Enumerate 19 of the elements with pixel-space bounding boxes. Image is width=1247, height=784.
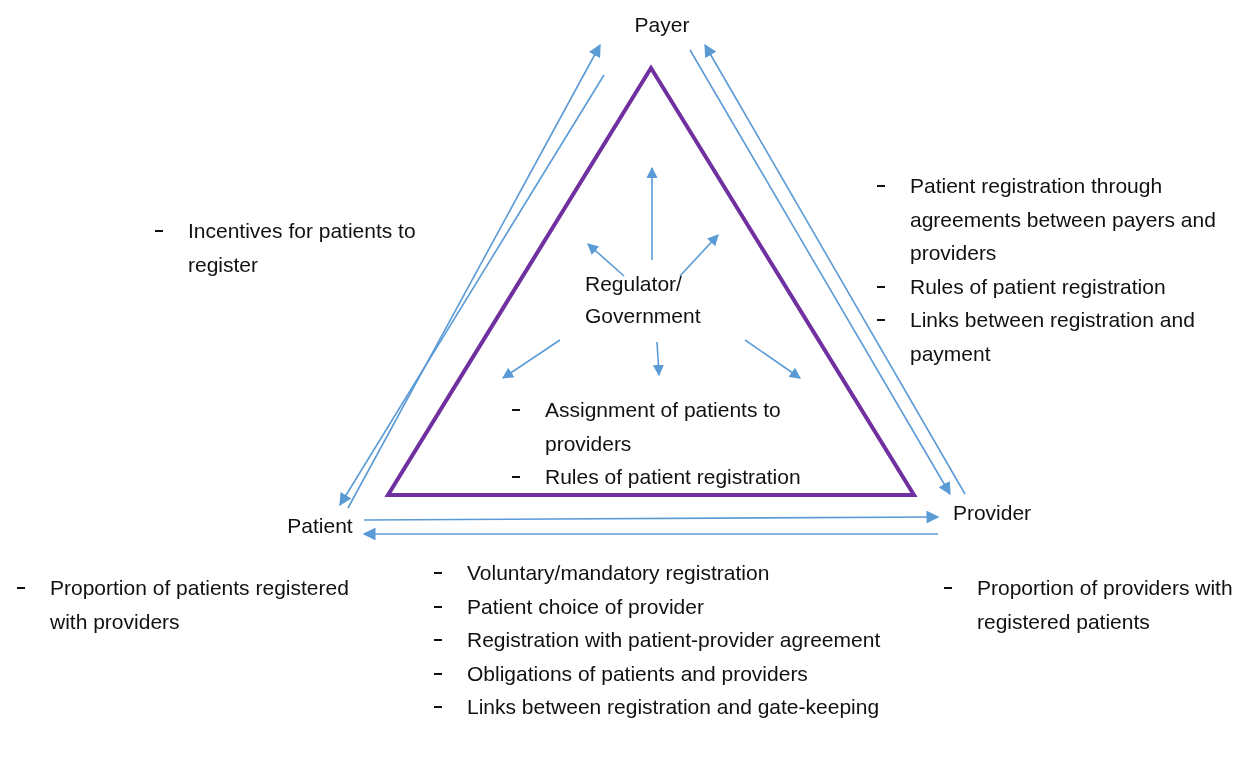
list-item: Patient registration through agreements between payers and providers xyxy=(910,169,1240,270)
list-item: Voluntary/mandatory registration xyxy=(467,556,907,590)
list-item: Incentives for patients to register xyxy=(188,214,448,282)
node-label: Patient xyxy=(286,513,354,539)
arrow xyxy=(363,510,940,524)
list-item: Assignment of patients to providers xyxy=(545,393,825,461)
list-item: Links between registration and payment xyxy=(910,303,1240,371)
arrow xyxy=(362,527,939,541)
list-item: Proportion of patients registered with providers xyxy=(50,571,390,639)
list-item: Patient choice of provider xyxy=(467,589,907,624)
list-item: Rules of patient registration xyxy=(910,269,1240,304)
node-label: Payer xyxy=(633,12,691,38)
list-item: Rules of patient registration xyxy=(545,460,825,494)
list-item: Proportion of providers with registered patients xyxy=(977,571,1247,639)
list-item: Links between registration and gate-keeping xyxy=(467,690,907,724)
list-item: Registration with patient-provider agreement xyxy=(467,623,907,657)
list-item: Obligations of patients and providers xyxy=(467,656,907,691)
node-label: Provider xyxy=(951,500,1033,526)
node-label: Regulator/ Government xyxy=(585,271,702,329)
